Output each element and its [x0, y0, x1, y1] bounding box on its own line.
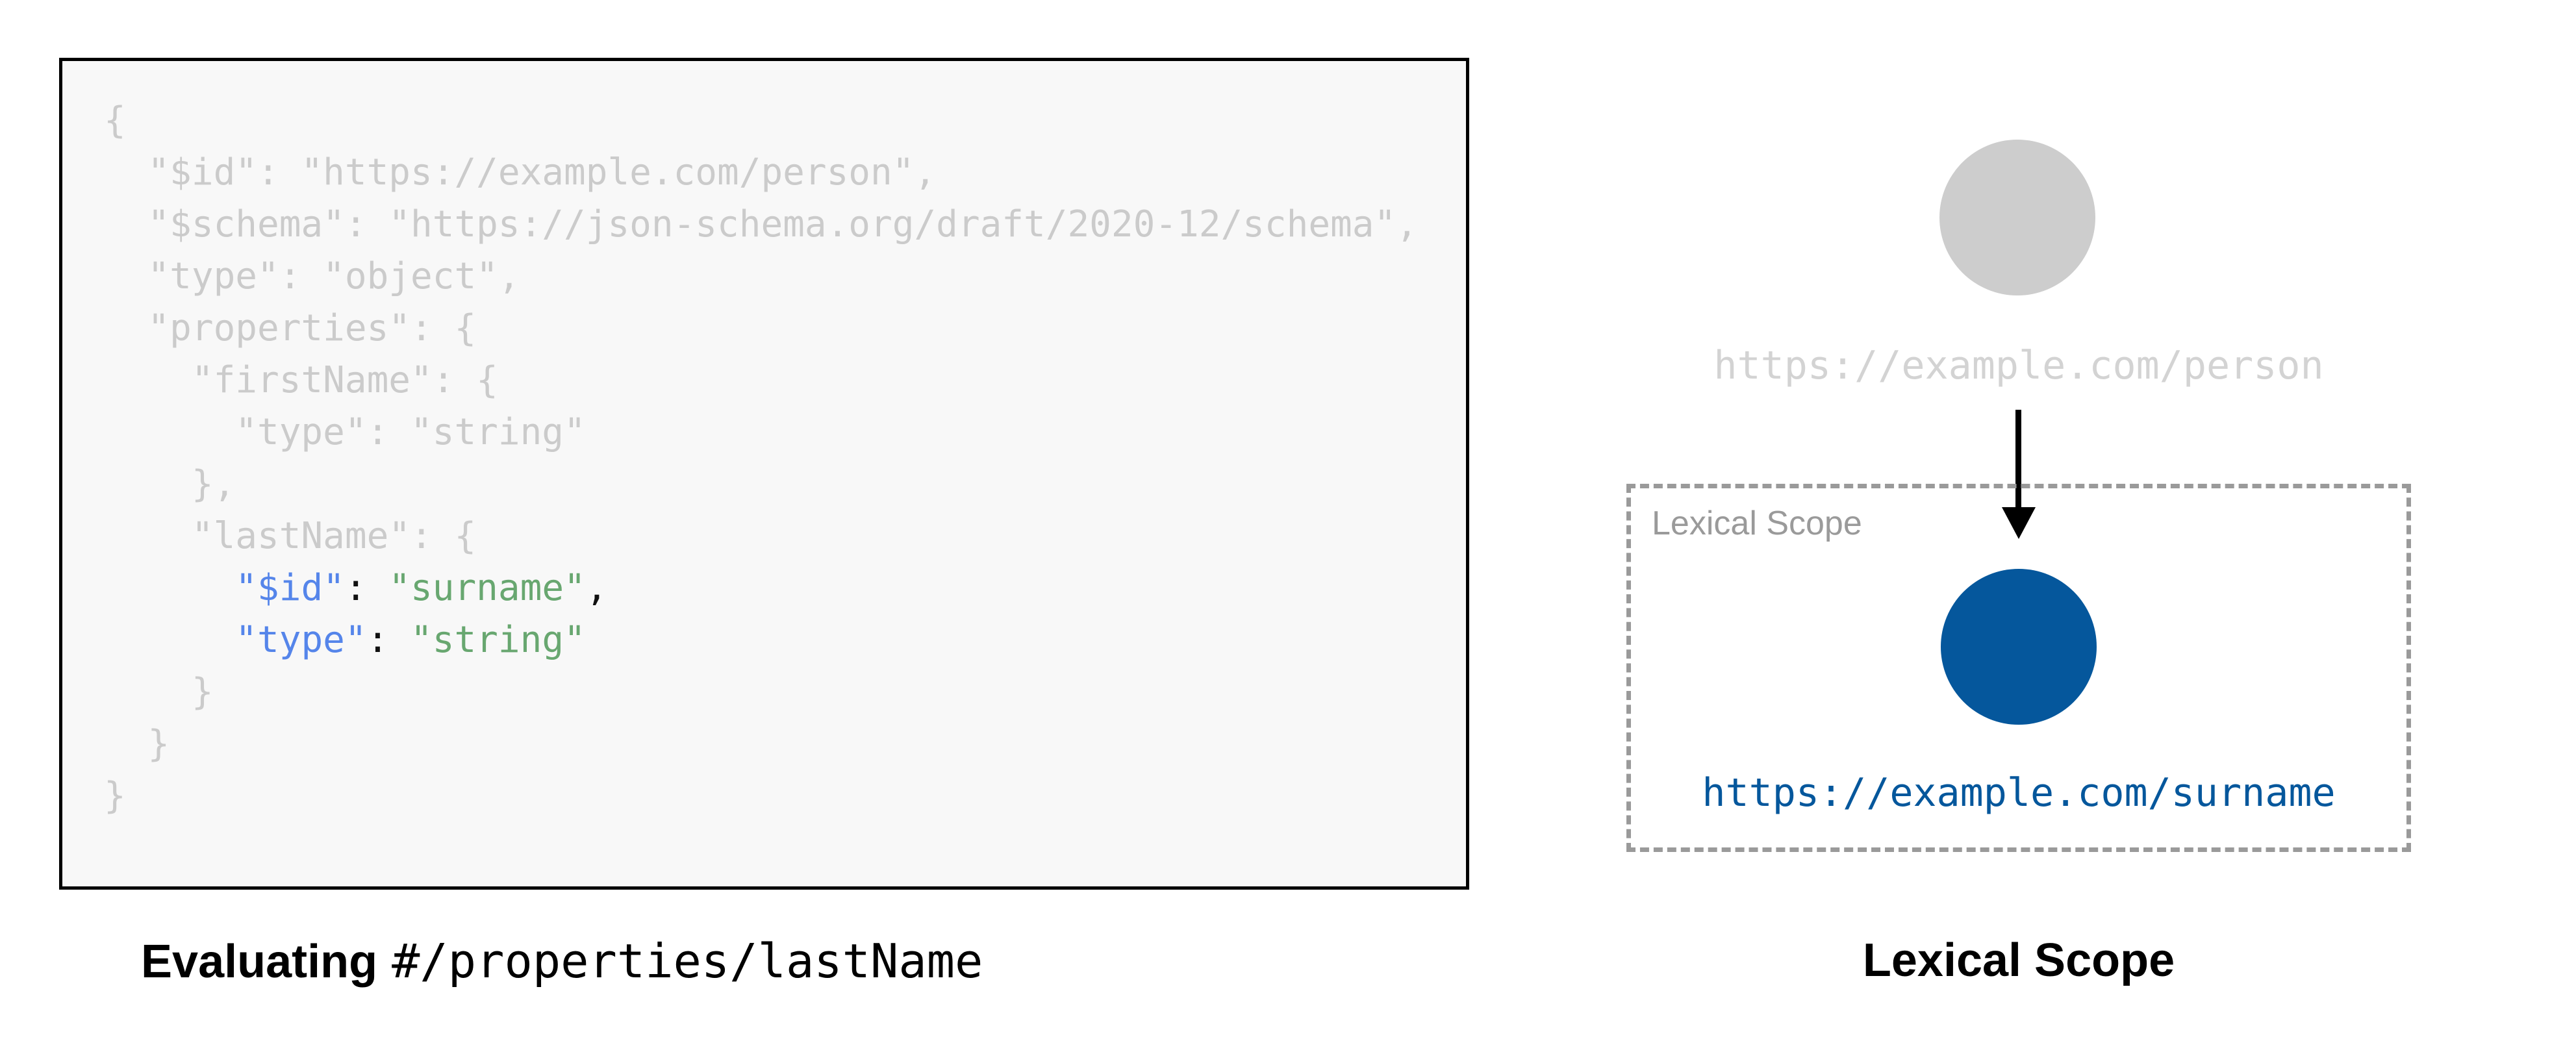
- down-arrow-icon: [2015, 410, 2021, 508]
- code-line: "$id": "surname",: [235, 567, 608, 609]
- caption-json-pointer: #/properties/lastName: [392, 934, 983, 988]
- code-line: "$schema": "https://json-schema.org/draf…: [104, 203, 1418, 245]
- code-line: }: [104, 775, 126, 817]
- code-line: },: [104, 463, 236, 505]
- code-line: }: [104, 671, 214, 713]
- code-line: "lastName": {: [104, 515, 477, 557]
- schema-code-panel: { "$id": "https://example.com/person", "…: [59, 58, 1469, 890]
- embedded-schema-uri: https://example.com/surname: [1702, 770, 2336, 816]
- root-schema-uri: https://example.com/person: [1713, 343, 2324, 388]
- code-line: "$id": "https://example.com/person",: [104, 151, 937, 194]
- code-line: }: [104, 723, 170, 765]
- code-line: "type": "string": [104, 411, 586, 453]
- scope-panel-caption: Lexical Scope: [1862, 934, 2175, 986]
- root-schema-node-icon: [1939, 140, 2095, 295]
- lexical-scope-box: Lexical Scope: [1626, 484, 2411, 852]
- schema-code: { "$id": "https://example.com/person", "…: [104, 95, 1418, 822]
- code-panel-caption: Evaluating #/properties/lastName: [141, 934, 983, 988]
- embedded-schema-node-icon: [1941, 569, 2097, 725]
- code-line: "firstName": {: [104, 359, 498, 401]
- caption-evaluating-label: Evaluating: [141, 936, 378, 988]
- code-line: {: [104, 99, 126, 142]
- lexical-scope-box-label: Lexical Scope: [1652, 505, 1862, 542]
- code-line: "properties": {: [104, 307, 477, 349]
- down-arrow-head-icon: [2002, 507, 2036, 539]
- code-line: "type": "object",: [104, 255, 520, 297]
- code-line: "type": "string": [235, 619, 586, 661]
